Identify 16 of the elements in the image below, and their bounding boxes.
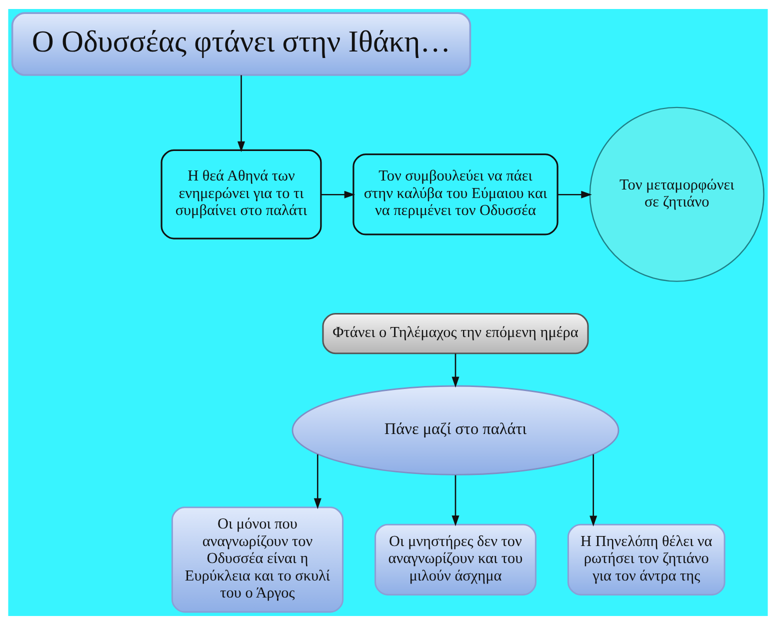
arrow — [558, 190, 592, 198]
node-box: Φτάνει ο Τηλέμαχος την επόμενη ημέρα — [322, 312, 589, 354]
node-box: Οι μόνοι που αναγνωρίζουν τον Οδυσσέα είναι η Ευρύκλεια και το σκυλί του ο Άργος — [171, 506, 344, 612]
node-box: Οι μνηστήρες δεν τον αναγνωρίζουν και του μιλούν άσχημα — [374, 523, 536, 595]
node-box: Η Πηνελόπη θέλει να ρωτήσει τον ζητιάνο για τον άντρα της — [567, 523, 726, 595]
node-box: Η θεά Αθηνά των ενημερώνει για το τι συμβαίνει στο παλάτι — [160, 148, 322, 239]
arrow — [452, 353, 460, 388]
arrow — [590, 454, 598, 526]
arrow — [452, 474, 460, 526]
node-box: Ο Οδυσσέας φτάνει στην Ιθάκη… — [11, 12, 472, 76]
arrow — [314, 454, 322, 509]
node-ellipse: Πάνε μαζί στο παλάτι — [292, 384, 620, 475]
node-box: Τον συμβουλεύει να πάει στην καλύβα του Εύμαιου και να περιμένει τον Οδυσσέα — [352, 152, 558, 235]
arrow — [237, 74, 246, 152]
node-circle: Τον μεταμορφώνει σε ζητιάνο — [589, 106, 764, 282]
arrow — [321, 190, 356, 198]
